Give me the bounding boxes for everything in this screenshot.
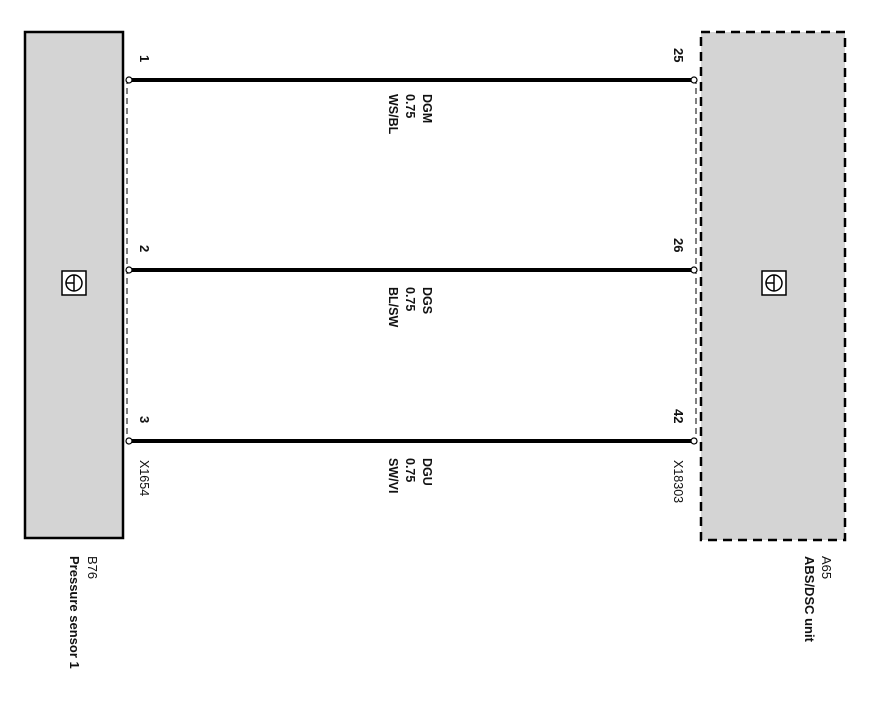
right-pin-42: 42	[671, 409, 686, 423]
pressure-sensor-ground-icon	[61, 270, 87, 296]
pressure-sensor-name: Pressure sensor 1	[67, 556, 82, 669]
right-pin-25: 25	[671, 48, 686, 62]
wire-2-size: 0.75	[403, 287, 417, 311]
abs-dsc-name: ABS/DSC unit	[802, 556, 817, 643]
wire-2-color: BL/SW	[386, 287, 400, 327]
wire-1-size: 0.75	[403, 94, 417, 118]
wire-2-signal: DGS	[420, 287, 434, 314]
wire-3-size: 0.75	[403, 458, 417, 482]
wire-2	[125, 266, 698, 274]
pressure-sensor-id: B76	[85, 556, 100, 579]
left-pin-2: 2	[137, 245, 152, 252]
wire-1	[125, 76, 698, 84]
wire-3-signal: DGU	[420, 458, 434, 486]
wire-1-signal: DGM	[420, 94, 434, 123]
wire-3	[125, 437, 698, 445]
left-pin-1: 1	[137, 55, 152, 62]
right-pin-26: 26	[671, 238, 686, 252]
left-pin-3: 3	[137, 416, 152, 423]
wire-1-color: WS/BL	[386, 94, 400, 135]
connector-x1654-label: X1654	[137, 460, 151, 496]
abs-dsc-ground-icon	[761, 270, 787, 296]
connector-x18303-label: X18303	[671, 460, 685, 503]
abs-dsc-id: A65	[819, 556, 834, 579]
wire-3-color: SW/VI	[386, 458, 400, 493]
